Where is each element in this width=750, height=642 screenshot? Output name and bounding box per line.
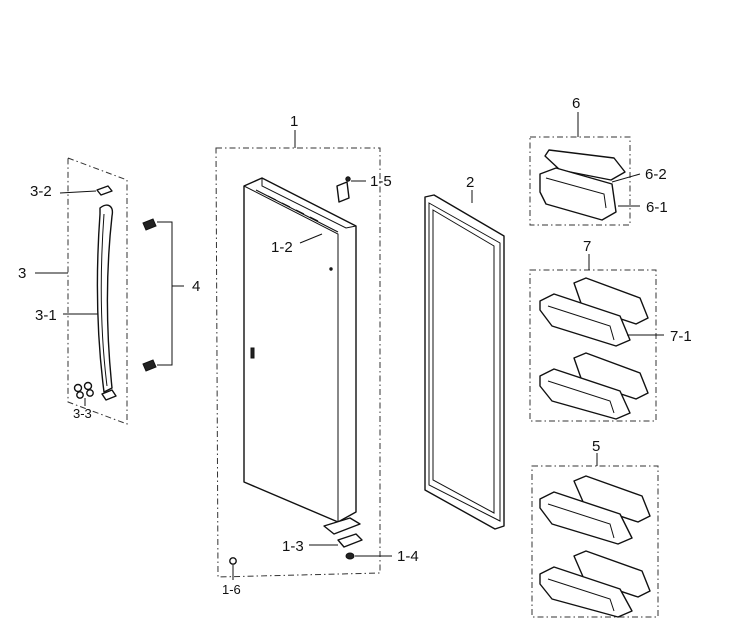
gasket-inner-2 xyxy=(428,202,501,522)
handle-screw-b xyxy=(83,381,93,391)
door-group-boundary xyxy=(215,147,381,578)
hinge-washer xyxy=(345,552,355,560)
label-6-1: 6-1 xyxy=(646,199,668,216)
handle-screw-c xyxy=(76,391,84,399)
door-panel-front-edge xyxy=(243,185,339,522)
handle-group-boundary xyxy=(67,157,128,425)
label-2: 2 xyxy=(466,174,474,191)
gasket-inner xyxy=(432,209,495,514)
door-bin-7b xyxy=(539,368,631,420)
door-bin-5a-lip xyxy=(547,503,615,539)
door-panel xyxy=(243,177,357,523)
door-bin-5b-lip xyxy=(547,578,615,612)
top-hinge-screw xyxy=(345,176,351,182)
door-assembly xyxy=(215,130,392,580)
label-1-4: 1-4 xyxy=(397,548,419,565)
handle-screw-d xyxy=(86,389,94,397)
door-bins-group-5 xyxy=(531,453,659,618)
handle-group xyxy=(67,157,128,425)
label-1: 1 xyxy=(290,113,298,130)
handle-bolts xyxy=(142,218,184,372)
dairy-compartment-group xyxy=(529,112,641,226)
gasket-outer xyxy=(424,194,505,530)
door-bins-group-7 xyxy=(529,254,664,422)
bottom-hinge-lower xyxy=(337,533,363,548)
handle-bar xyxy=(96,204,114,393)
top-hinge-part xyxy=(336,181,350,203)
label-3-3: 3-3 xyxy=(73,406,92,421)
door-bin-5b xyxy=(539,566,633,618)
label-5: 5 xyxy=(592,438,600,455)
label-3-2: 3-2 xyxy=(30,183,52,200)
door-bin-7b-lip xyxy=(547,380,615,414)
bolt-bottom-icon xyxy=(142,359,157,372)
door-gasket xyxy=(424,190,505,530)
label-6-2: 6-2 xyxy=(645,166,667,183)
label-6: 6 xyxy=(572,95,580,112)
handle-bottom-cap xyxy=(101,389,117,401)
label-3: 3 xyxy=(18,265,26,282)
label-4: 4 xyxy=(192,278,200,295)
label-3-1: 3-1 xyxy=(35,307,57,324)
group-7-boundary xyxy=(529,269,657,422)
dairy-cover xyxy=(544,149,626,181)
label-1-5: 1-5 xyxy=(370,173,392,190)
handle-bar-inner xyxy=(100,213,108,387)
door-top-cap xyxy=(261,178,357,229)
group-5-boundary xyxy=(531,465,659,618)
label-7: 7 xyxy=(583,238,591,255)
label-1-2: 1-2 xyxy=(271,239,293,256)
door-top-vents xyxy=(267,195,319,222)
bottom-hinge-part xyxy=(323,517,361,535)
label-1-6: 1-6 xyxy=(222,582,241,597)
door-mark-dot xyxy=(329,267,333,271)
label-7-1: 7-1 xyxy=(670,328,692,345)
dairy-bin xyxy=(539,167,617,221)
door-side-mark xyxy=(250,347,255,359)
door-bin-5a xyxy=(539,491,633,545)
handle-screw-a xyxy=(73,383,83,393)
door-screw-bottom xyxy=(229,557,237,565)
handle-top-cap xyxy=(96,185,113,196)
dairy-bin-lip xyxy=(545,177,607,209)
door-bin-7a xyxy=(539,293,631,347)
label-1-3: 1-3 xyxy=(282,538,304,555)
bolt-top-icon xyxy=(142,218,157,231)
door-bin-7a-lip xyxy=(547,305,615,341)
